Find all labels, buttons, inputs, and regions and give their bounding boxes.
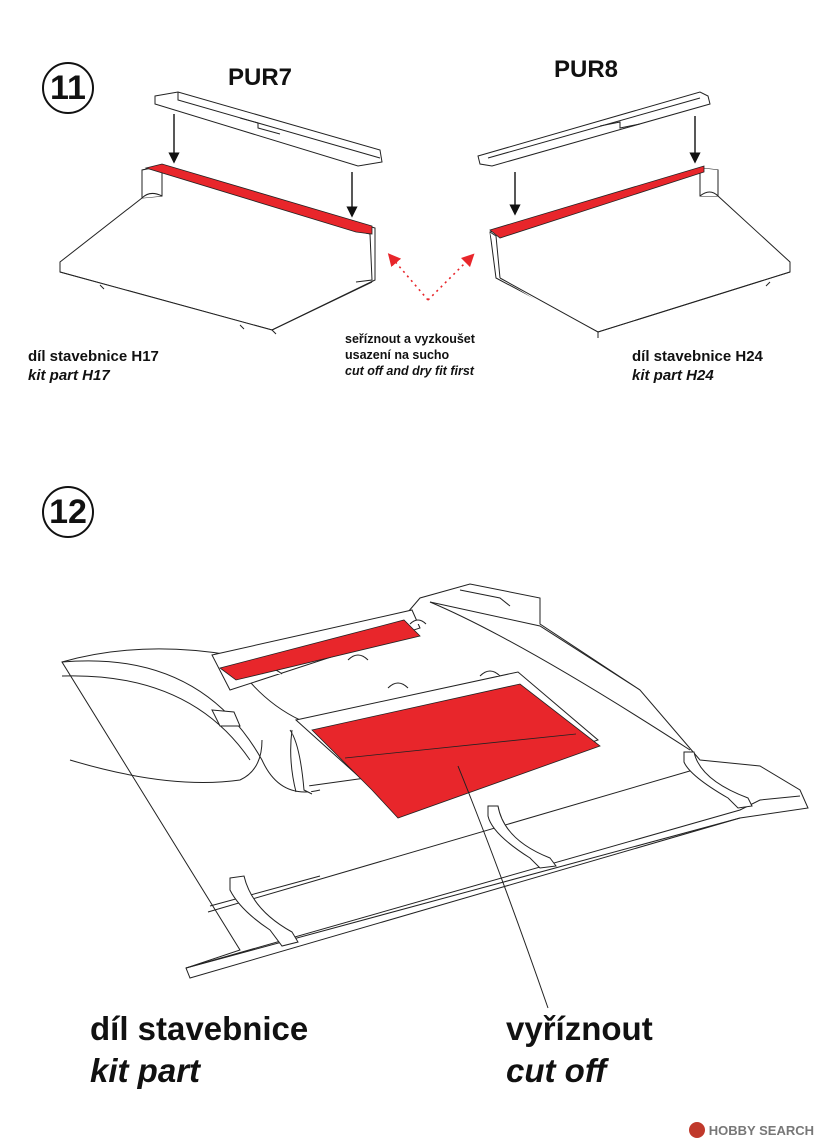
kit-part-label-cz: díl stavebnice [90,1010,309,1047]
watermark-text: HOBBY SEARCH [708,1122,814,1138]
hull-assembly [61,583,809,979]
kit-part-label-en: kit part [90,1052,201,1089]
h24-label-en: kit part H24 [632,367,714,384]
red-arrow-right [427,253,475,301]
h17-label-cz: díl stavebnice H17 [28,348,159,365]
dry-fit-note: seříznout a vyzkoušet usazení na sucho c… [345,331,475,379]
pur8-resin-part [477,91,711,167]
dry-fit-note-cz-1: seříznout a vyzkoušet [345,332,475,346]
red-arrow-left [387,253,429,301]
h24-label: díl stavebnice H24 kit part H24 [632,347,763,385]
h24-label-cz: díl stavebnice H24 [632,348,763,365]
part-code-pur8: PUR8 [554,56,619,83]
cut-off-leader-line [457,765,549,1009]
dry-fit-note-en: cut off and dry fit first [345,364,474,378]
step-11-number: 11 [42,62,94,114]
h17-label-en: kit part H17 [28,367,110,384]
hobby-search-logo-icon [688,1122,705,1138]
pur7-resin-part [154,91,383,167]
dry-fit-note-cz-2: usazení na sucho [345,348,450,362]
cut-area-upper [219,619,421,681]
step-12-number: 12 [42,486,94,538]
kit-part-h24 [489,167,791,338]
kit-part-h17 [59,165,376,335]
h24-cut-area [489,165,705,239]
kit-part-label: díl stavebnice kit part [90,1008,308,1092]
cut-off-label-cz: vyříznout [506,1010,653,1047]
cut-off-label-en: cut off [506,1052,607,1089]
part-code-pur7: PUR7 [228,64,293,91]
cut-area-main [311,683,601,819]
h17-label: díl stavebnice H17 kit part H17 [28,347,159,385]
watermark: HOBBY SEARCH [688,1122,814,1138]
h17-cut-area [144,163,373,235]
cut-off-label: vyříznout cut off [506,1008,653,1092]
